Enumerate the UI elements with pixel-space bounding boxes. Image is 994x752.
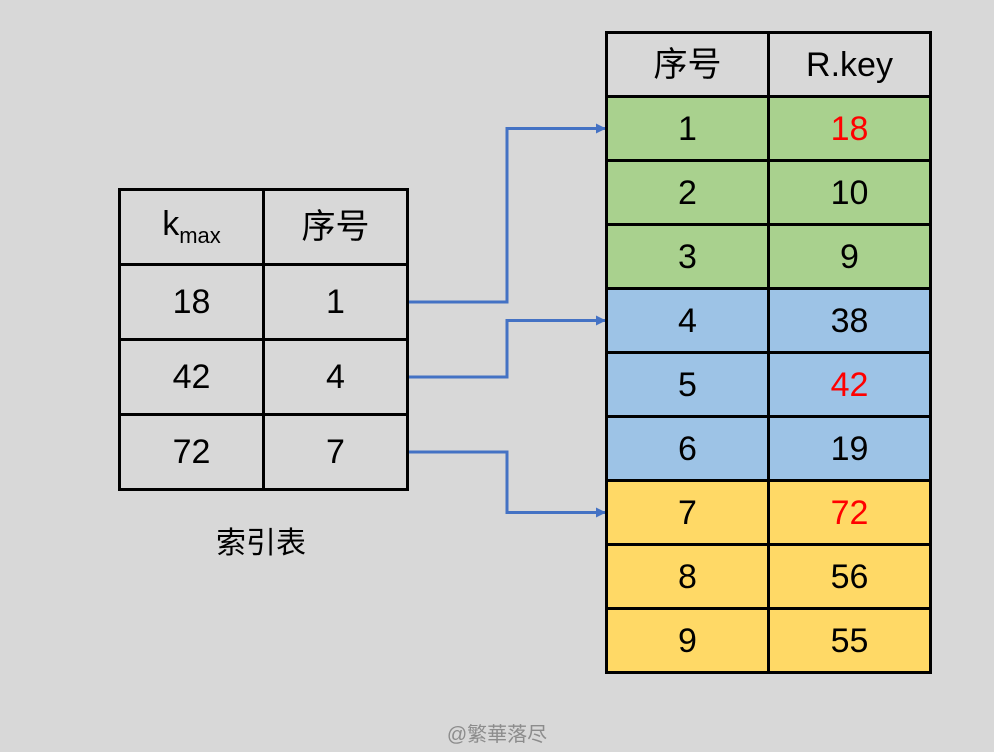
link-arrow bbox=[409, 450, 606, 518]
index-seq-header: 序号 bbox=[262, 188, 409, 266]
main-seq-cell: 7 bbox=[605, 479, 770, 546]
index-table-caption: 索引表 bbox=[216, 527, 306, 560]
main-key-cell: 9 bbox=[767, 223, 932, 290]
index-seq-cell: 7 bbox=[262, 413, 409, 491]
link-arrow bbox=[409, 315, 606, 379]
main-seq-cell: 9 bbox=[605, 607, 770, 674]
main-seq-cell: 5 bbox=[605, 351, 770, 418]
main-key-cell: 72 bbox=[767, 479, 932, 546]
main-key-cell: 55 bbox=[767, 607, 932, 674]
main-seq-cell: 1 bbox=[605, 95, 770, 162]
main-key-cell: 18 bbox=[767, 95, 932, 162]
kmax-cell: 18 bbox=[118, 263, 265, 341]
watermark: @繁華落尽 bbox=[446, 724, 548, 746]
main-seq-cell: 2 bbox=[605, 159, 770, 226]
main-seq-cell: 8 bbox=[605, 543, 770, 610]
main-table-header: 序号 R.key bbox=[605, 31, 932, 98]
main-key-header: R.key bbox=[767, 31, 932, 98]
kmax-subscript: max bbox=[179, 223, 221, 248]
main-key-cell: 10 bbox=[767, 159, 932, 226]
index-table-header: kmax 序号 bbox=[118, 188, 409, 266]
main-key-cell: 19 bbox=[767, 415, 932, 482]
link-arrow bbox=[409, 123, 606, 304]
main-key-cell: 42 bbox=[767, 351, 932, 418]
index-seq-cell: 1 bbox=[262, 263, 409, 341]
kmax-header: kmax bbox=[118, 188, 265, 266]
main-seq-cell: 6 bbox=[605, 415, 770, 482]
kmax-cell: 72 bbox=[118, 413, 265, 491]
index-seq-cell: 4 bbox=[262, 338, 409, 416]
main-key-cell: 56 bbox=[767, 543, 932, 610]
kmax-cell: 42 bbox=[118, 338, 265, 416]
main-seq-cell: 4 bbox=[605, 287, 770, 354]
main-seq-header: 序号 bbox=[605, 31, 770, 98]
main-key-cell: 38 bbox=[767, 287, 932, 354]
main-seq-cell: 3 bbox=[605, 223, 770, 290]
